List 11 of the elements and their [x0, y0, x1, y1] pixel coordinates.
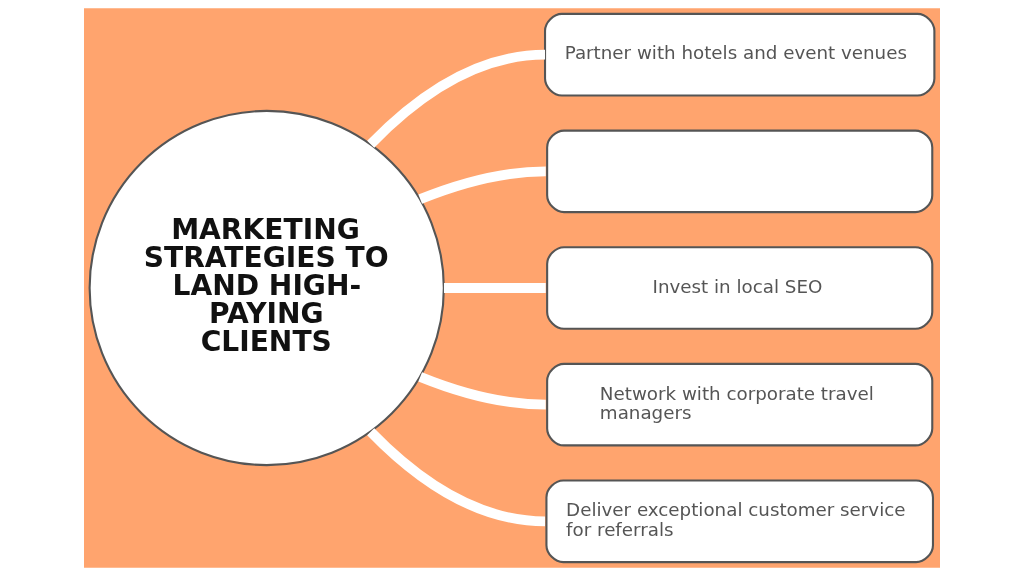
- connector: [418, 166, 546, 204]
- connector: [367, 49, 546, 148]
- node-box: Partner with hotels and event venues: [543, 12, 936, 97]
- node-box: Network with corporate travel managers: [546, 362, 934, 447]
- connector: [418, 372, 546, 410]
- node-box: Invest in local SEO: [546, 246, 934, 330]
- node-circle: MARKETING STRATEGIES TO LAND HIGH-PAYING CLIENTS: [88, 109, 445, 467]
- node-box: [546, 129, 934, 214]
- connector: [367, 428, 546, 527]
- connector: [444, 283, 546, 293]
- node-box: Deliver exceptional customer service for referrals: [545, 479, 935, 564]
